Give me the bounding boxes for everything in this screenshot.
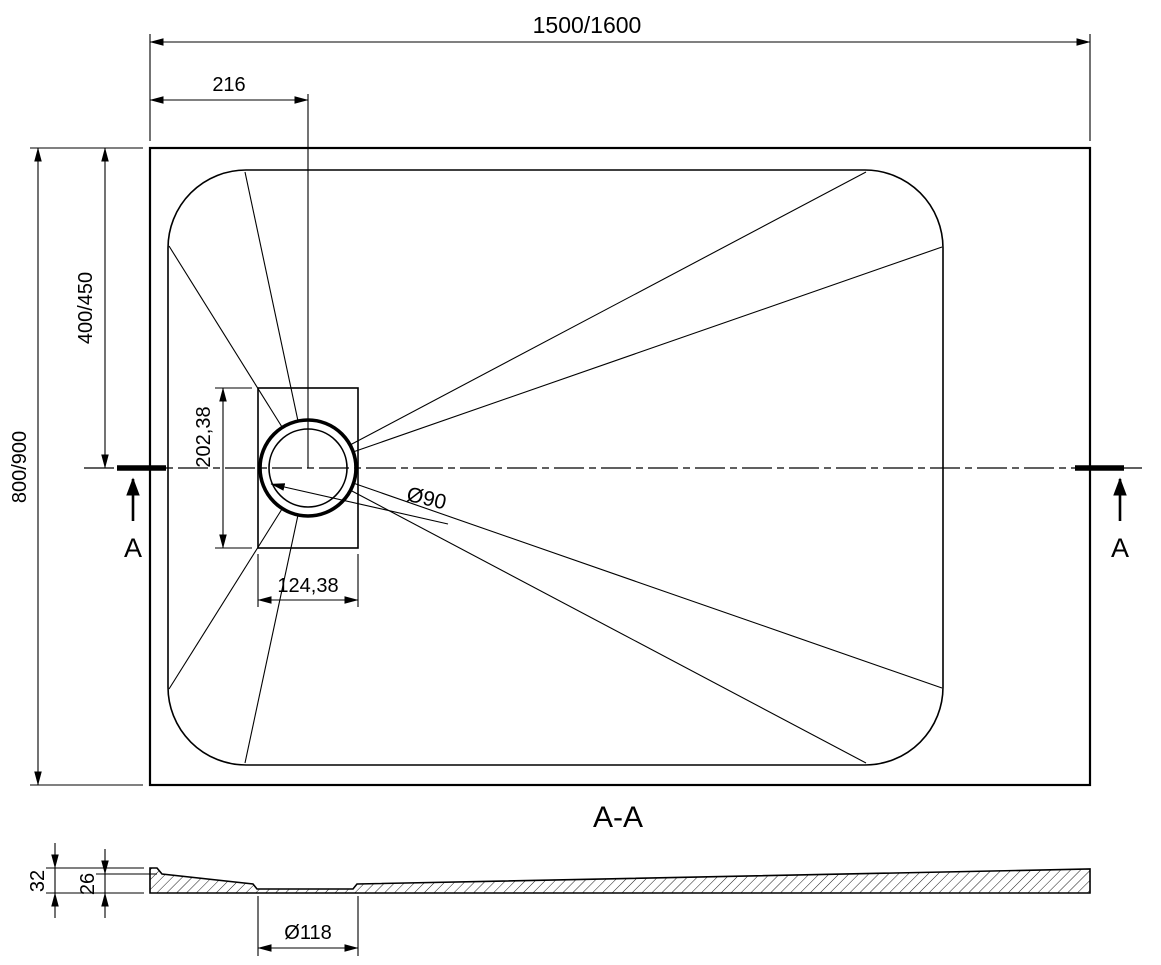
dim-drain-box-height: 202,38: [193, 387, 252, 549]
slope-fold-lines: [168, 171, 943, 764]
dim-width-label: 1500/1600: [533, 12, 642, 38]
dim-overall-width: 1500/1600: [149, 12, 1091, 141]
dim-edge-height-label: 32: [27, 870, 49, 892]
dim-drain-box-width-label: 124,38: [277, 575, 338, 597]
dim-overall-depth: 800/900: [9, 147, 143, 786]
section-marker-left-label: A: [124, 533, 142, 563]
section-marker-right-label: A: [1111, 533, 1129, 563]
fold-line: [352, 246, 943, 453]
dim-drain-offset: 216: [149, 74, 309, 104]
fold-line: [349, 171, 867, 446]
dim-drain-hole-label: Ø118: [284, 922, 331, 944]
section-view: A-A 32 26 Ø118: [27, 801, 1091, 956]
dim-body-height: 26: [77, 849, 157, 918]
section-cut-marks: A A: [117, 465, 1129, 563]
dim-drain-diameter-label: Ø90: [405, 483, 449, 514]
fold-line: [168, 245, 283, 428]
fold-line: [349, 489, 867, 764]
leader-line: [270, 483, 449, 525]
dim-center-depth: 400/450: [30, 147, 143, 469]
dim-body-height-label: 26: [77, 873, 99, 895]
section-title: A-A: [593, 801, 643, 834]
tray-cross-section: [149, 867, 1091, 894]
dim-depth-label: 800/900: [9, 431, 31, 503]
dim-drain-box-height-label: 202,38: [193, 406, 215, 467]
top-view: 1500/1600 216 400/450 800/900 202,38 1: [9, 12, 1142, 787]
fold-line: [168, 508, 283, 690]
fold-line: [244, 514, 299, 764]
dim-drain-hole: Ø118: [257, 896, 359, 956]
fold-line: [244, 171, 299, 422]
dim-drain-box-width: 124,38: [257, 554, 359, 607]
fold-line: [352, 482, 943, 689]
dim-drain-offset-label: 216: [212, 74, 245, 96]
dim-center-depth-label: 400/450: [75, 272, 97, 344]
dim-edge-height: 32: [27, 843, 144, 918]
